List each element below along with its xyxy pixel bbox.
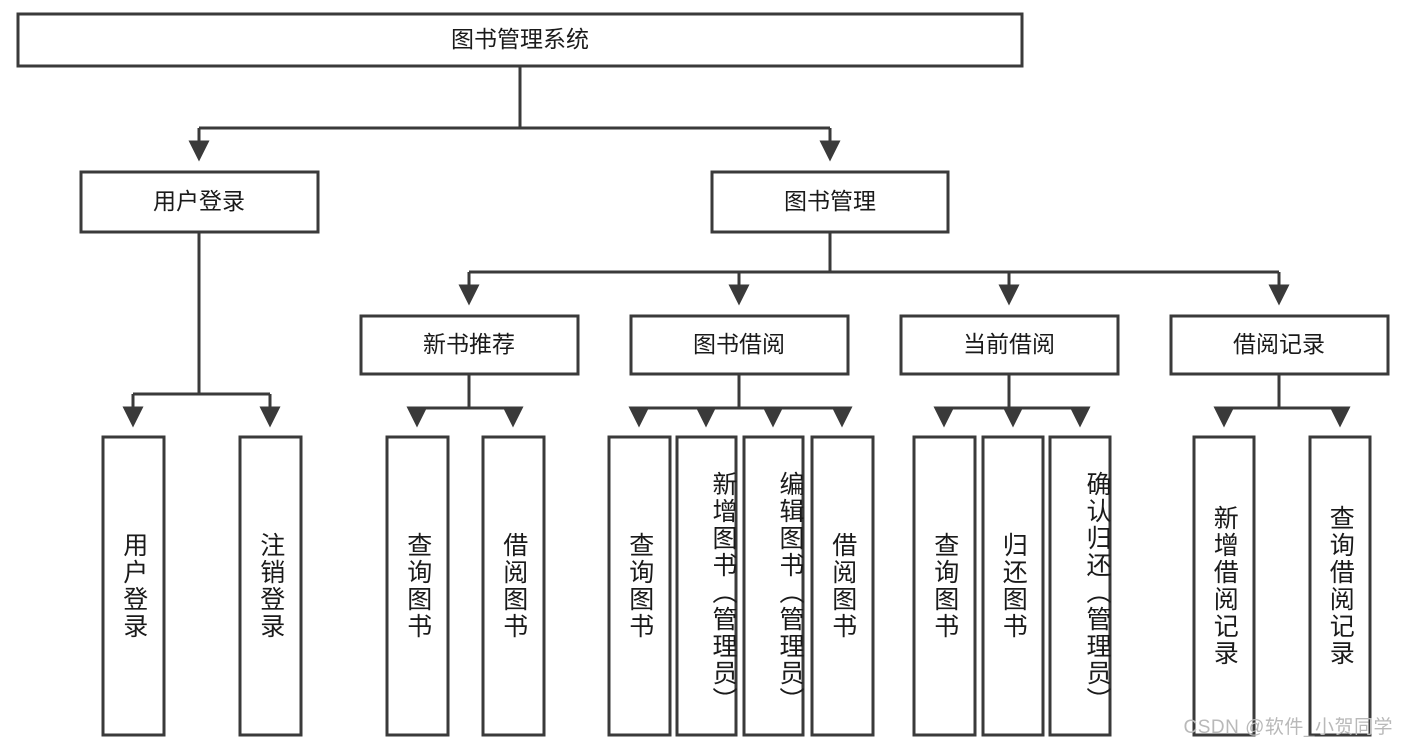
node-book-manage[interactable]: 图书管理: [710, 170, 950, 234]
connector-bookmanage-to-level3: [458, 232, 1290, 306]
node-borrow-record[interactable]: 借阅记录: [1169, 314, 1390, 376]
connector-root-to-level2: [188, 66, 841, 162]
connector-userlogin-to-leaves: [122, 232, 281, 428]
node-leaf-query-book-2[interactable]: [607, 435, 672, 737]
node-user-login[interactable]: 用户登录: [79, 170, 320, 234]
node-new-book-rec-label: 新书推荐: [423, 331, 515, 357]
node-leaf-logout[interactable]: [238, 435, 303, 737]
node-leaf-query-record[interactable]: [1308, 435, 1372, 737]
node-borrow-record-label: 借阅记录: [1233, 331, 1325, 357]
connector-currentborrow-to-leaves: [933, 374, 1091, 428]
node-book-borrow-label: 图书借阅: [693, 331, 785, 357]
node-leaf-user-login[interactable]: [101, 435, 166, 737]
node-leaf-edit-book[interactable]: [742, 435, 805, 737]
connector-bookborrow-to-leaves: [628, 374, 853, 428]
node-root-label: 图书管理系统: [451, 26, 589, 52]
csdn-watermark: CSDN @软件_小贺同学: [1183, 717, 1393, 738]
node-current-borrow[interactable]: 当前借阅: [899, 314, 1120, 376]
node-leaf-add-record[interactable]: [1192, 435, 1256, 737]
node-leaf-return-book[interactable]: [981, 435, 1045, 737]
node-root[interactable]: 图书管理系统: [16, 12, 1024, 68]
node-book-borrow[interactable]: 图书借阅: [629, 314, 850, 376]
node-new-book-rec[interactable]: 新书推荐: [359, 314, 580, 376]
node-leaf-query-book-3[interactable]: [912, 435, 977, 737]
node-book-manage-label: 图书管理: [784, 188, 876, 214]
connector-newbook-to-leaves: [406, 374, 524, 428]
node-leaf-add-book[interactable]: [675, 435, 738, 737]
node-leaf-borrow-book-2[interactable]: [810, 435, 875, 737]
connector-borrowrecord-to-leaves: [1213, 374, 1351, 428]
node-leaf-query-book-1[interactable]: [385, 435, 450, 737]
node-user-login-label: 用户登录: [153, 188, 245, 214]
node-current-borrow-label: 当前借阅: [963, 331, 1055, 357]
node-leaf-borrow-book-1[interactable]: [481, 435, 546, 737]
node-leaf-confirm-return[interactable]: [1048, 435, 1112, 737]
